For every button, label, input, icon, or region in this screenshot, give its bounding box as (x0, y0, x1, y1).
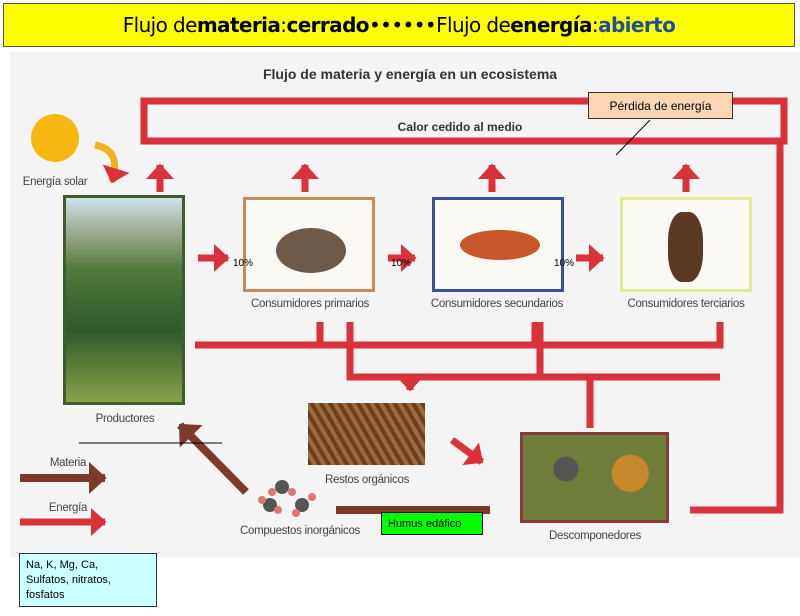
organic-remains-label: Restos orgánicos (324, 474, 410, 486)
waste-line-lower (346, 322, 720, 381)
banner-text: Flujo de (122, 13, 198, 37)
producers-label: Productores (95, 413, 155, 425)
rabbit-icon (276, 228, 346, 273)
arrow-inorganic-producers (177, 422, 249, 495)
arrow-remains-decomposers (449, 437, 485, 466)
heat-box (140, 97, 788, 145)
solar-label: Energía solar (22, 176, 88, 188)
tertiary-consumer-image (620, 197, 752, 292)
banner-abierto: abierto (598, 13, 676, 37)
pct-label: 10% (554, 258, 575, 269)
loss-pointer-line (615, 119, 651, 156)
decomposers-label: Descomponedores (548, 530, 642, 542)
primary-consumer-image (243, 197, 375, 292)
banner-cerrado: cerrado (286, 13, 369, 37)
pct-label: 10% (233, 258, 254, 269)
waste-line-upper (195, 322, 724, 349)
solar-arrow-icon (94, 141, 130, 184)
minerals-note: Na, K, Mg, Ca, Sulfatos, nitratos, fosfa… (19, 553, 157, 607)
banner-dots: •••••• (368, 13, 437, 37)
secondary-label: Consumidores secundarios (430, 298, 564, 310)
diagram-title: Flujo de materia y energía en un ecosist… (262, 66, 558, 82)
heat-label: Calor cedido al medio (397, 120, 523, 134)
pct-label: 10% (391, 258, 412, 269)
organic-remains-image (308, 403, 425, 465)
legend-energy-label: Energía (48, 502, 88, 514)
sun-icon (31, 114, 79, 162)
humus-note: Humus edáfico (381, 512, 483, 535)
banner-colon: : (280, 13, 287, 37)
fox-icon (460, 230, 540, 260)
decomposers-image (520, 432, 669, 523)
primary-label: Consumidores primarios (250, 298, 370, 310)
waste-verticals (316, 322, 539, 345)
legend-matter-label: Materia (49, 457, 87, 469)
decomposer-heat-line (690, 141, 784, 514)
banner-colon-2: : (591, 13, 599, 37)
secondary-consumer-image (432, 197, 564, 292)
banner-text-2: Flujo de (436, 13, 511, 37)
inorganic-label: Compuestos inorgánicos (240, 525, 360, 537)
molecules-icon (258, 480, 316, 517)
title-banner: Flujo de materia: cerrado •••••• Flujo d… (3, 3, 795, 47)
waste-connectors (536, 322, 594, 428)
energy-loss-note: Pérdida de energía (588, 92, 733, 119)
banner-energia: energía (510, 13, 592, 37)
banner-materia: materia (196, 13, 281, 37)
producers-image (63, 195, 185, 405)
tertiary-label: Consumidores terciarios (627, 298, 745, 310)
eagle-icon (668, 212, 703, 282)
